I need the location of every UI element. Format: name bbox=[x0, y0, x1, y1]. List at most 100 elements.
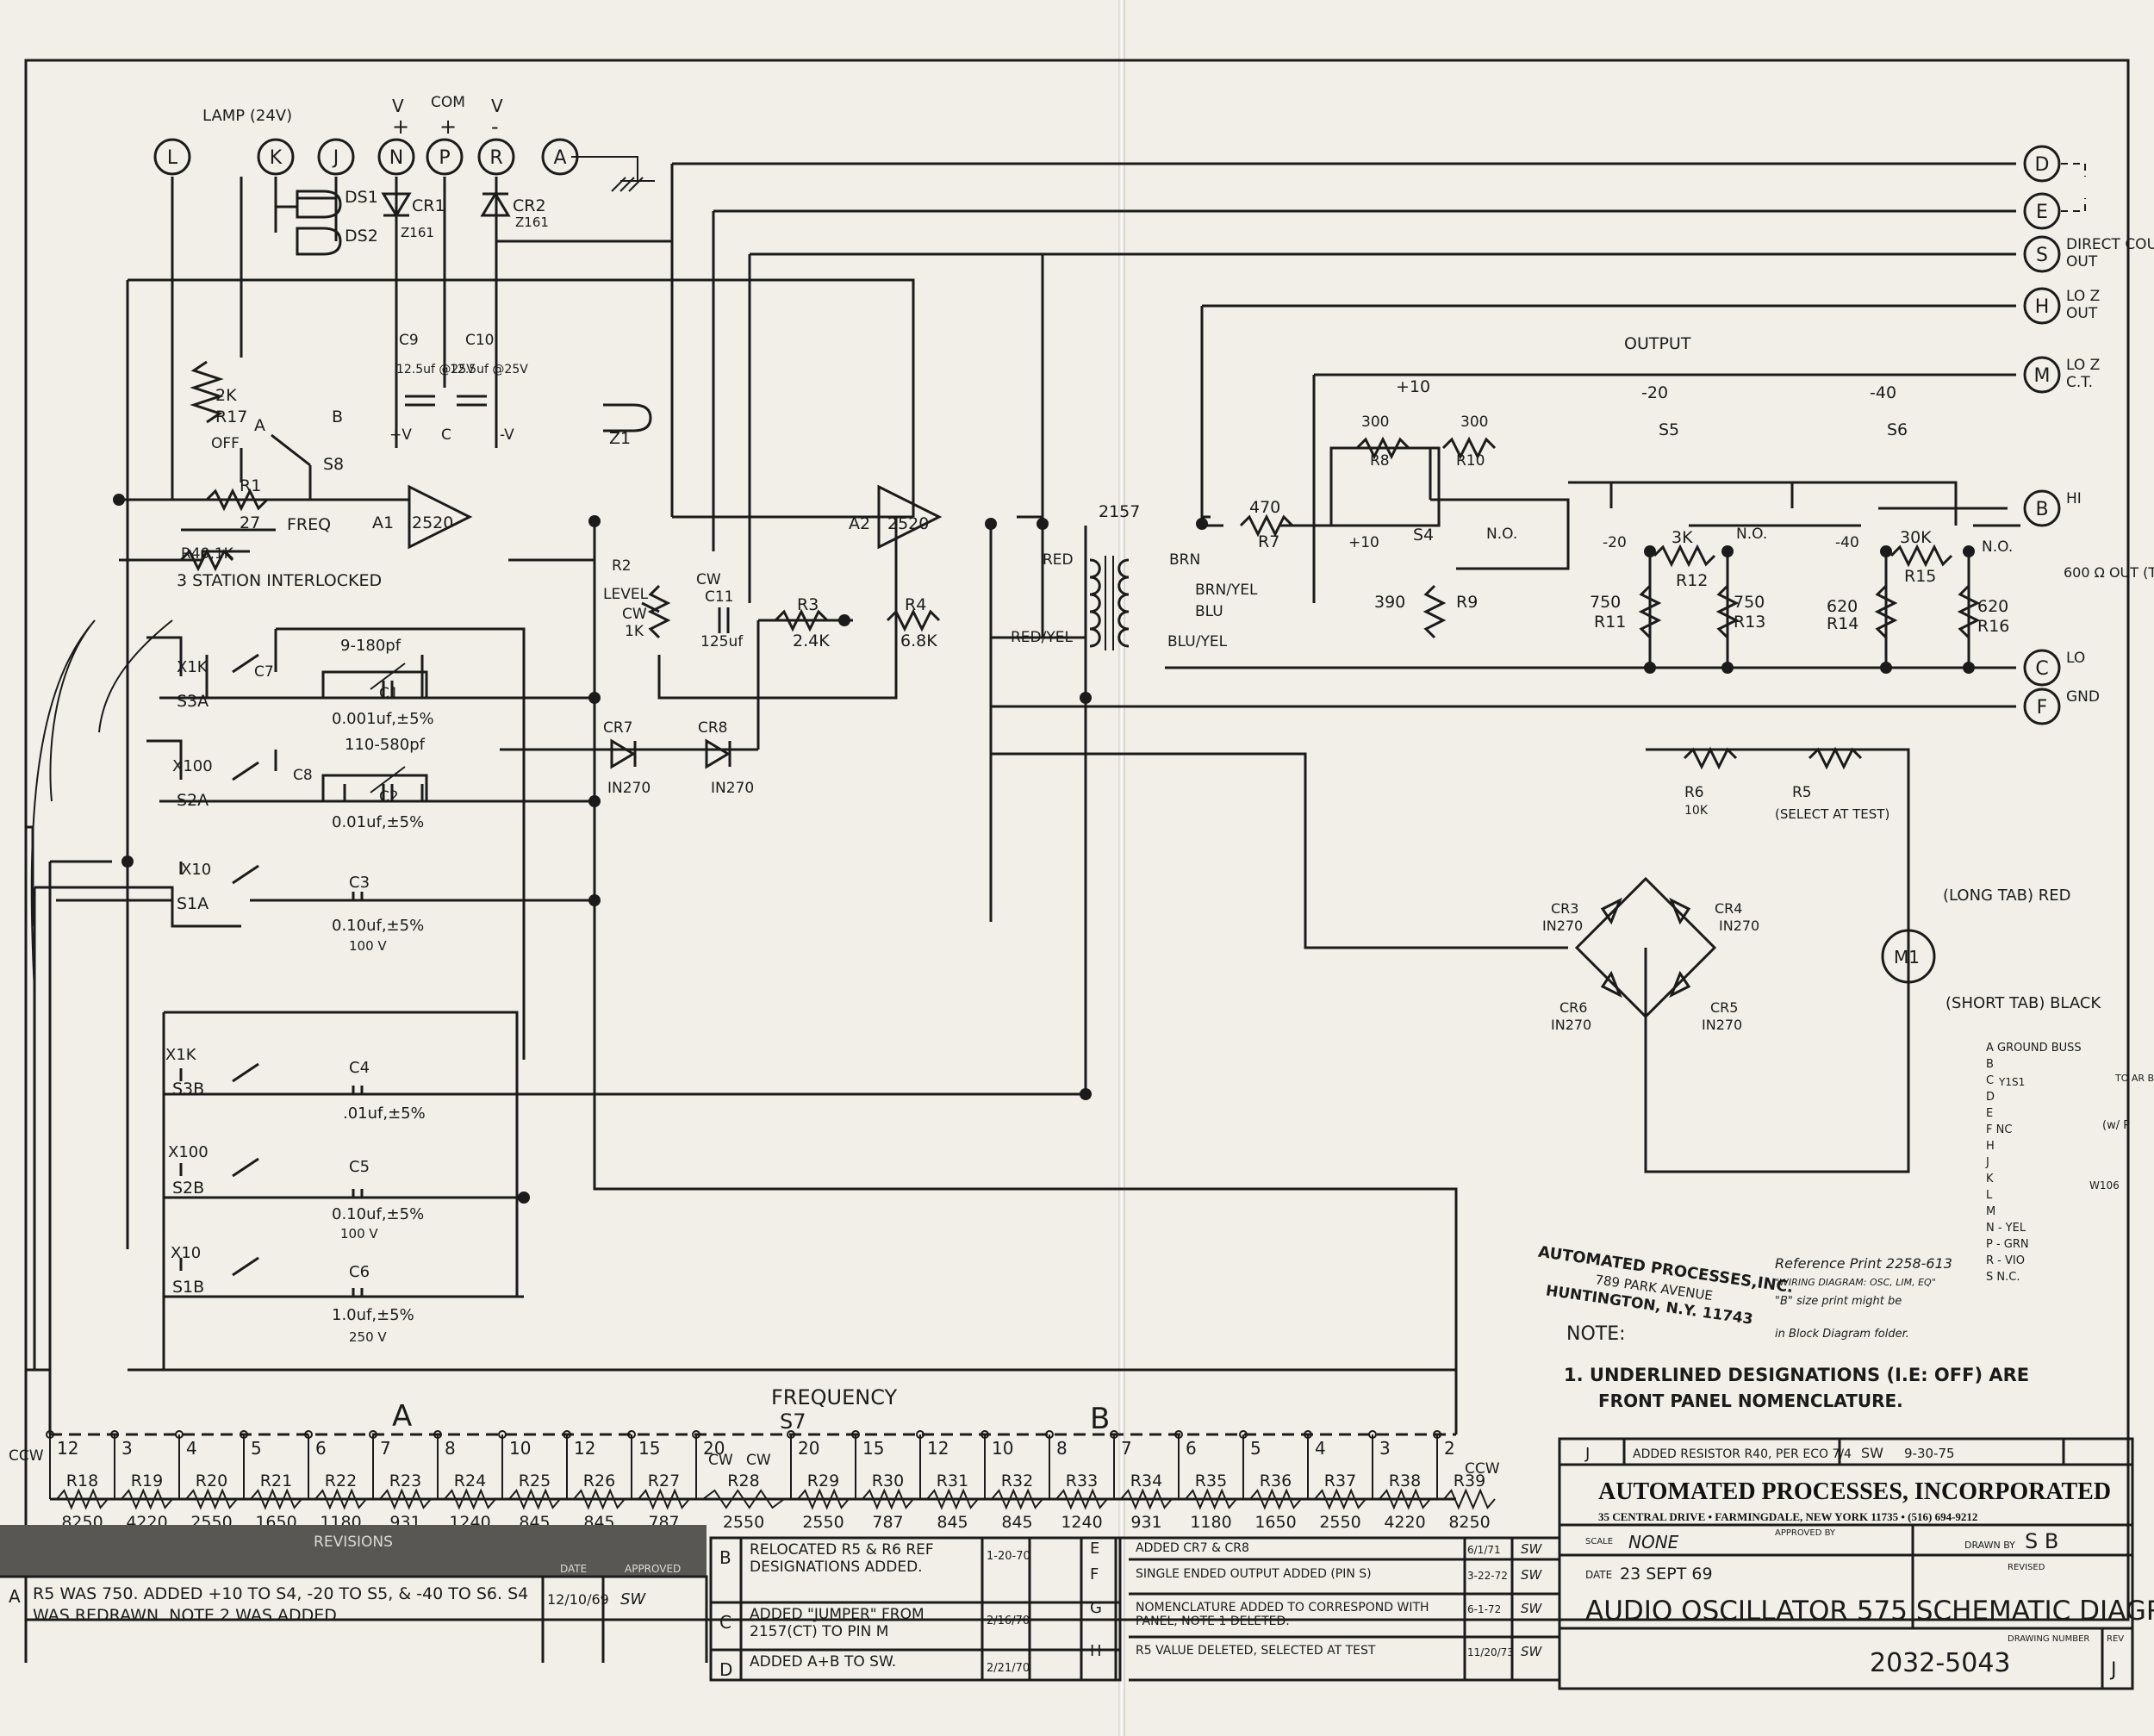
svg-text:S2B: S2B bbox=[172, 1179, 204, 1198]
svg-text:R12: R12 bbox=[1676, 571, 1708, 590]
svg-text:100 V: 100 V bbox=[349, 938, 387, 954]
wires bbox=[26, 162, 2020, 1434]
svg-text:SW: SW bbox=[620, 1590, 646, 1608]
svg-text:R7: R7 bbox=[1258, 532, 1279, 551]
svg-text:REV: REV bbox=[2107, 1634, 2124, 1644]
svg-text:B: B bbox=[1090, 1402, 1110, 1436]
svg-text:B: B bbox=[332, 408, 343, 426]
svg-text:CR5: CR5 bbox=[1710, 999, 1738, 1016]
svg-text:12/10/69: 12/10/69 bbox=[547, 1591, 609, 1608]
svg-text:C2: C2 bbox=[379, 788, 399, 806]
svg-text:J: J bbox=[332, 147, 339, 169]
svg-text:2K: 2K bbox=[215, 386, 237, 405]
svg-text:X1K: X1K bbox=[177, 658, 209, 676]
svg-text:R1: R1 bbox=[240, 476, 261, 495]
svg-text:9-30-75: 9-30-75 bbox=[1904, 1446, 1955, 1461]
ground-buss-row: N - YEL bbox=[1986, 1222, 2026, 1235]
svg-text:1650: 1650 bbox=[1254, 1513, 1296, 1532]
terminal-j: J bbox=[317, 138, 355, 176]
s7-position: 5 bbox=[251, 1438, 262, 1459]
svg-text:-40: -40 bbox=[1870, 383, 1896, 402]
svg-text:1240: 1240 bbox=[1061, 1513, 1102, 1532]
svg-text:R28: R28 bbox=[727, 1472, 759, 1490]
svg-text:A: A bbox=[392, 1399, 412, 1434]
svg-text:M1: M1 bbox=[1894, 947, 1920, 968]
svg-text:ADDED A+B TO SW.: ADDED A+B TO SW. bbox=[750, 1653, 896, 1671]
ground-buss-row: C bbox=[1986, 1074, 1994, 1087]
svg-text:C8: C8 bbox=[293, 767, 313, 784]
svg-text:NOMENCLATURE ADDED TO CORRESPO: NOMENCLATURE ADDED TO CORRESPOND WITH bbox=[1136, 1601, 1429, 1615]
svg-text:R35: R35 bbox=[1195, 1472, 1227, 1490]
svg-text:125uf: 125uf bbox=[700, 633, 744, 650]
svg-text:R22: R22 bbox=[325, 1472, 357, 1490]
component-symbols bbox=[30, 191, 1981, 1297]
svg-text:"WIRING DIAGRAM: OSC, LIM, EQ": "WIRING DIAGRAM: OSC, LIM, EQ" bbox=[1775, 1277, 1936, 1288]
terminal-label: C.T. bbox=[2066, 374, 2093, 391]
svg-text:J: J bbox=[2109, 1659, 2117, 1681]
svg-text:F: F bbox=[2037, 697, 2048, 719]
svg-text:E: E bbox=[2036, 202, 2048, 223]
svg-text:12.5uf @25V: 12.5uf @25V bbox=[396, 363, 475, 376]
svg-text:R13: R13 bbox=[1734, 613, 1765, 632]
ground-buss-row: J bbox=[1985, 1156, 1989, 1169]
notes-heading: NOTE: bbox=[1566, 1323, 1626, 1345]
s7-position: 4 bbox=[1315, 1438, 1326, 1459]
svg-text:X100: X100 bbox=[168, 1143, 209, 1161]
svg-text:V: V bbox=[392, 96, 404, 116]
svg-text:DRAWING NUMBER: DRAWING NUMBER bbox=[2008, 1634, 2089, 1644]
svg-text:300: 300 bbox=[1460, 414, 1488, 431]
svg-text:23 SEPT 69: 23 SEPT 69 bbox=[1620, 1565, 1713, 1584]
svg-text:R5 VALUE DELETED, SELECTED AT: R5 VALUE DELETED, SELECTED AT TEST bbox=[1136, 1644, 1376, 1658]
svg-text:DATE: DATE bbox=[560, 1563, 587, 1575]
terminal-d: D bbox=[2023, 145, 2061, 183]
svg-text:R: R bbox=[489, 147, 502, 169]
drawing-border bbox=[24, 59, 2130, 1621]
component-labels: DS1 DS2 CR1 Z161 CR2 Z161 C9 C10 12.5uf … bbox=[165, 188, 2154, 1345]
svg-text:R10: R10 bbox=[1456, 452, 1485, 470]
svg-text:35 CENTRAL DRIVE • FARMINGDALE: 35 CENTRAL DRIVE • FARMINGDALE, NEW YORK… bbox=[1598, 1510, 1977, 1523]
svg-text:R8: R8 bbox=[1370, 452, 1390, 470]
svg-text:X10: X10 bbox=[181, 861, 211, 879]
svg-text:C6: C6 bbox=[349, 1263, 370, 1281]
s7-position: 5 bbox=[1250, 1438, 1261, 1459]
ground-buss-row: M bbox=[1986, 1205, 1995, 1218]
svg-text:R16: R16 bbox=[1977, 617, 2009, 636]
svg-text:OUTPUT: OUTPUT bbox=[1624, 334, 1691, 353]
svg-text:C: C bbox=[441, 426, 451, 444]
terminal-e: E bbox=[2023, 192, 2061, 230]
junctions bbox=[113, 494, 1975, 1204]
svg-text:NONE: NONE bbox=[1628, 1532, 1679, 1552]
svg-text:L: L bbox=[167, 147, 178, 169]
paper-fold bbox=[1118, 0, 1125, 1736]
svg-text:"B" size print might be: "B" size print might be bbox=[1775, 1295, 1902, 1308]
svg-text:R32: R32 bbox=[1001, 1472, 1033, 1490]
svg-text:S1A: S1A bbox=[177, 894, 209, 913]
svg-text:R21: R21 bbox=[260, 1472, 292, 1490]
svg-text:R9: R9 bbox=[1456, 593, 1478, 612]
svg-text:RED: RED bbox=[1043, 551, 1074, 569]
svg-text:C11: C11 bbox=[705, 588, 734, 606]
svg-text:1. UNDERLINED DESIGNATIONS (I.: 1. UNDERLINED DESIGNATIONS (I.E: OFF) AR… bbox=[1564, 1365, 2029, 1385]
svg-text:C: C bbox=[2035, 658, 2048, 680]
revision-block-left: REVISIONS DATE APPROVED A R5 WAS 750. AD… bbox=[0, 1525, 708, 1663]
svg-text:R40,1K: R40,1K bbox=[181, 545, 234, 563]
svg-text:CR2: CR2 bbox=[513, 196, 546, 215]
svg-text:-40: -40 bbox=[1835, 534, 1859, 551]
svg-text:R11: R11 bbox=[1594, 613, 1626, 632]
svg-text:R30: R30 bbox=[872, 1472, 904, 1490]
svg-text:4220: 4220 bbox=[1384, 1513, 1425, 1532]
svg-text:R20: R20 bbox=[196, 1472, 227, 1490]
